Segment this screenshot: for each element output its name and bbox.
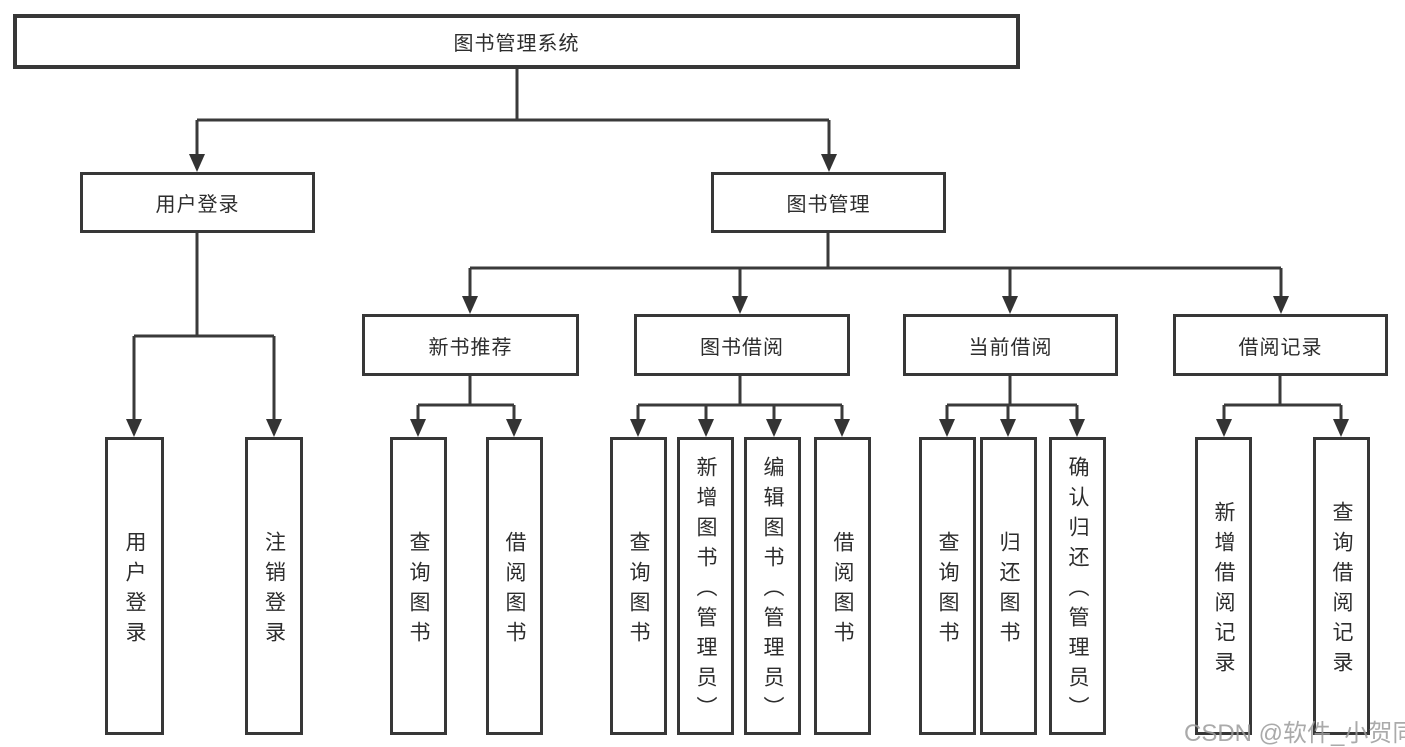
- leaf-add-borrow-record: 新增借阅记录: [1195, 437, 1252, 735]
- node-book-management-label: 图书管理: [786, 194, 871, 216]
- leaf-add-borrow-record-label: 新增借阅记录: [1212, 500, 1235, 681]
- leaf-borrow-books-borrowing: 借阅图书: [814, 437, 871, 735]
- leaf-user-login: 用户登录: [105, 437, 164, 735]
- arrowhead-icon: [1333, 419, 1349, 437]
- connector-book-management-children: [462, 233, 1289, 314]
- arrowhead-icon: [939, 419, 955, 437]
- leaf-query-books-current-label: 查询图书: [936, 530, 959, 651]
- leaf-borrow-books-borrowing-label: 借阅图书: [831, 530, 854, 651]
- arrowhead-icon: [1000, 419, 1016, 437]
- arrowhead-icon: [732, 296, 748, 314]
- node-borrowing-records-label: 借阅记录: [1238, 336, 1323, 359]
- leaf-confirm-return-admin-label: 确认归还（管理员）: [1066, 455, 1089, 726]
- arrowhead-icon: [1216, 419, 1232, 437]
- node-book-borrowing-label: 图书借阅: [700, 336, 784, 359]
- leaf-return-book: 归还图书: [980, 437, 1037, 735]
- leaf-query-books-borrowing: 查询图书: [610, 437, 667, 735]
- node-root-label: 图书管理系统: [453, 33, 580, 55]
- arrowhead-icon: [821, 154, 837, 172]
- arrowhead-icon: [1273, 296, 1289, 314]
- arrowhead-icon: [189, 154, 205, 172]
- leaf-query-books-recommend-label: 查询图书: [407, 530, 430, 651]
- arrowhead-icon: [506, 419, 522, 437]
- arrowhead-icon: [410, 419, 426, 437]
- arrowhead-icon: [766, 419, 782, 437]
- leaf-confirm-return-admin: 确认归还（管理员）: [1049, 437, 1106, 735]
- arrowhead-icon: [126, 419, 142, 437]
- leaf-borrow-books-recommend-label: 借阅图书: [503, 530, 526, 651]
- node-user-login: 用户登录: [80, 172, 315, 233]
- node-root: 图书管理系统: [13, 14, 1020, 69]
- connector-root-to-level2: [189, 68, 837, 172]
- node-current-borrowing-label: 当前借阅: [968, 336, 1053, 359]
- leaf-logout-label: 注销登录: [262, 530, 286, 651]
- leaf-query-books-borrowing-label: 查询图书: [627, 530, 650, 651]
- connector-book-borrow-children: [630, 376, 850, 437]
- node-book-borrowing: 图书借阅: [634, 314, 850, 376]
- connector-new-book-children: [410, 376, 522, 437]
- node-borrowing-records: 借阅记录: [1173, 314, 1388, 376]
- leaf-query-borrow-record-label: 查询借阅记录: [1330, 500, 1353, 681]
- arrowhead-icon: [462, 296, 478, 314]
- leaf-edit-book-admin-label: 编辑图书（管理员）: [761, 455, 784, 726]
- connector-user-login-children: [126, 233, 282, 437]
- arrowhead-icon: [834, 419, 850, 437]
- leaf-logout: 注销登录: [245, 437, 303, 735]
- leaf-add-book-admin: 新增图书（管理员）: [677, 437, 734, 735]
- connector-current-borrow-children: [939, 376, 1085, 437]
- arrowhead-icon: [698, 419, 714, 437]
- node-new-book-recommendation-label: 新书推荐: [428, 336, 513, 359]
- arrowhead-icon: [1069, 419, 1085, 437]
- leaf-add-book-admin-label: 新增图书（管理员）: [694, 455, 717, 726]
- csdn-watermark: CSDN @软件_小贺同学: [1184, 720, 1405, 747]
- node-user-login-label: 用户登录: [155, 194, 240, 216]
- leaf-edit-book-admin: 编辑图书（管理员）: [744, 437, 801, 735]
- arrowhead-icon: [630, 419, 646, 437]
- node-new-book-recommendation: 新书推荐: [362, 314, 579, 376]
- leaf-query-borrow-record: 查询借阅记录: [1313, 437, 1370, 735]
- arrowhead-icon: [266, 419, 282, 437]
- leaf-return-book-label: 归还图书: [997, 530, 1020, 651]
- leaf-user-login-label: 用户登录: [123, 530, 146, 651]
- node-current-borrowing: 当前借阅: [903, 314, 1118, 376]
- leaf-borrow-books-recommend: 借阅图书: [486, 437, 543, 735]
- leaf-query-books-recommend: 查询图书: [390, 437, 447, 735]
- arrowhead-icon: [1002, 296, 1018, 314]
- leaf-query-books-current: 查询图书: [919, 437, 976, 735]
- connector-borrow-records-children: [1216, 376, 1349, 437]
- node-book-management: 图书管理: [711, 172, 946, 233]
